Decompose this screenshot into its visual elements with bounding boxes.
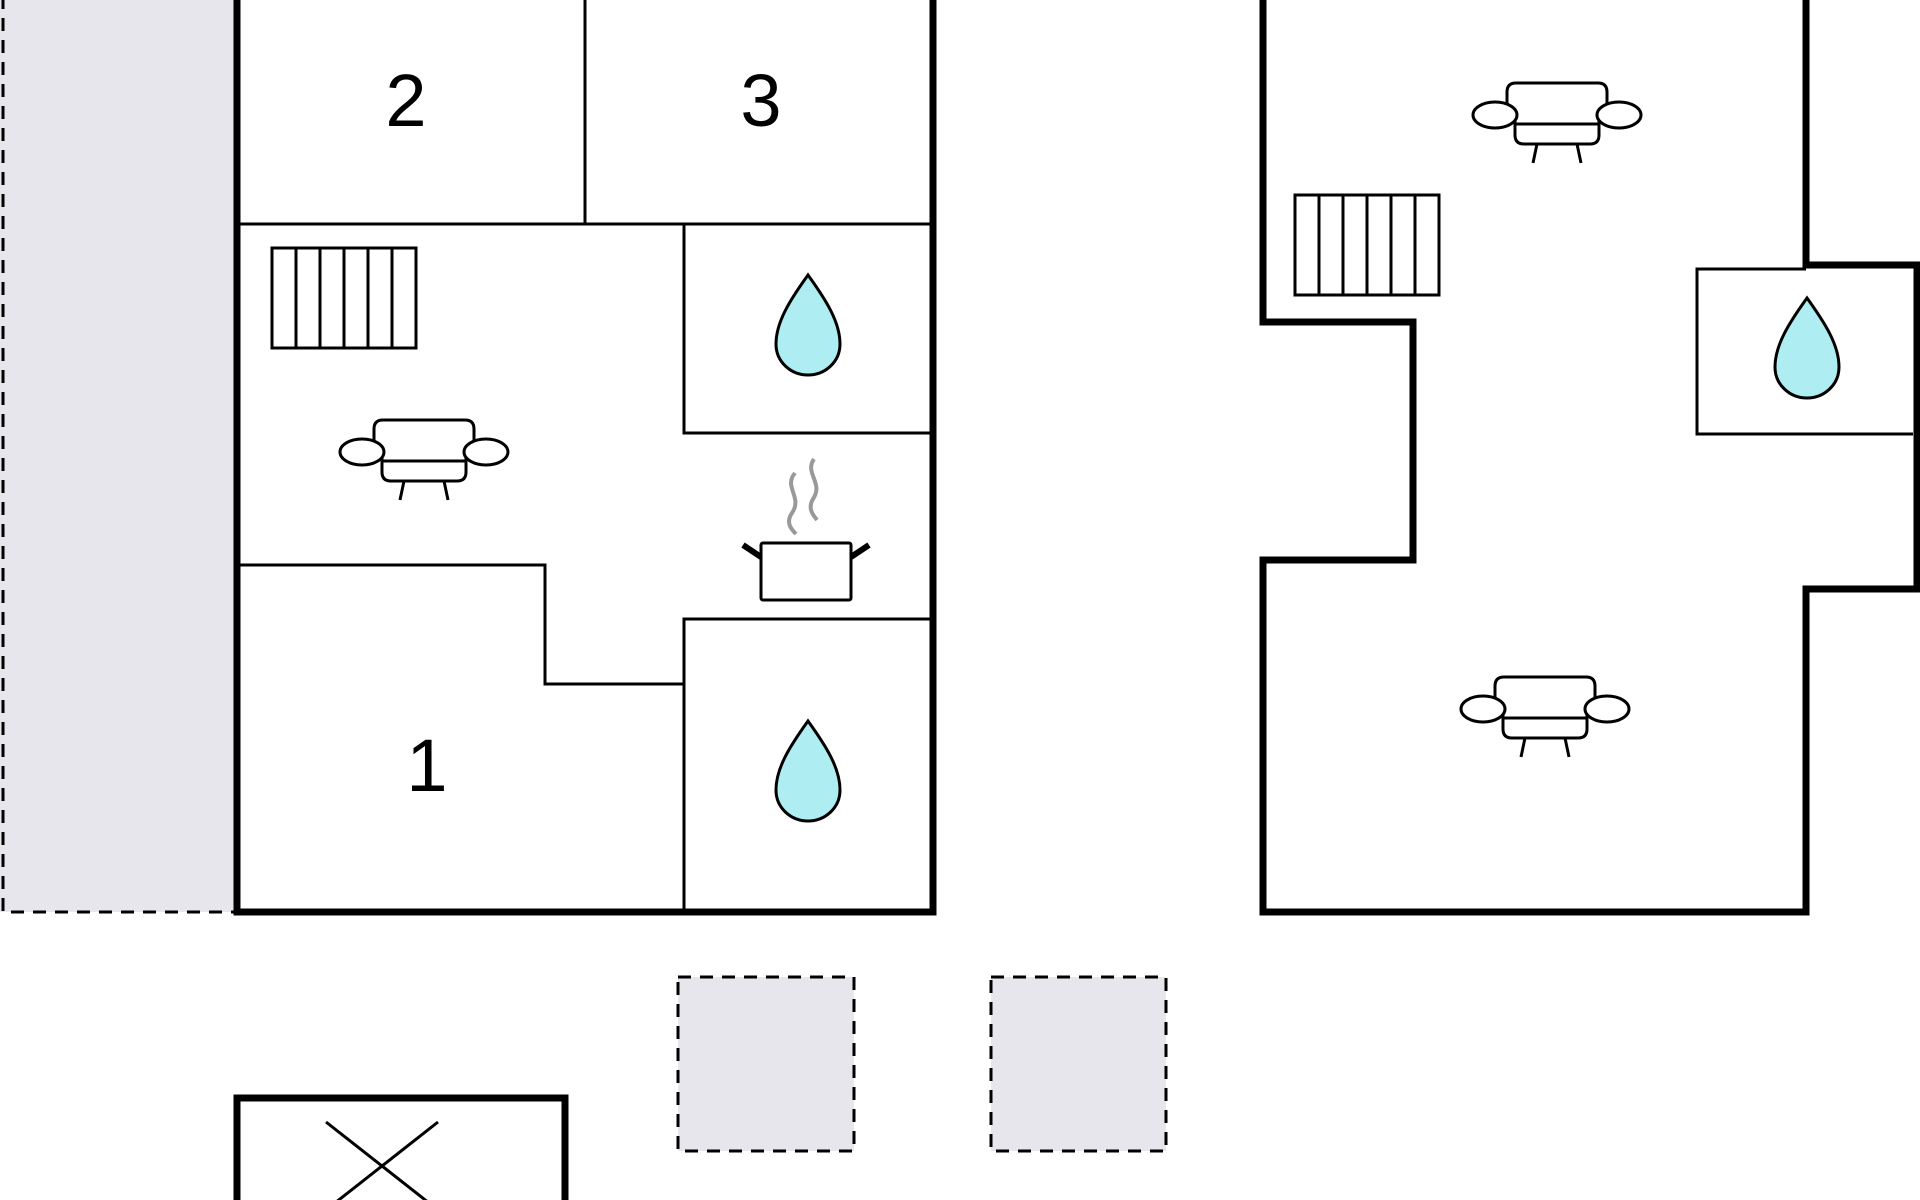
room-label-1: 1 bbox=[406, 724, 447, 807]
bathroom-top-wall bbox=[682, 224, 930, 435]
stairs-icon bbox=[1293, 193, 1441, 297]
room-label-3: 3 bbox=[740, 59, 781, 142]
bedroom-1-wall bbox=[240, 563, 686, 909]
room-label-2: 2 bbox=[385, 59, 426, 142]
cooking-pot-icon bbox=[741, 457, 871, 602]
cross-icon bbox=[233, 1094, 569, 1200]
bathroom-upper-wall bbox=[1695, 267, 1913, 436]
bathroom-bottom-wall bbox=[682, 617, 930, 684]
terrace-area-bottom-2 bbox=[989, 975, 1168, 1153]
terrace-area-bottom-1 bbox=[676, 975, 856, 1153]
stairs-icon bbox=[270, 246, 418, 350]
terrace-area-left bbox=[0, 0, 234, 914]
